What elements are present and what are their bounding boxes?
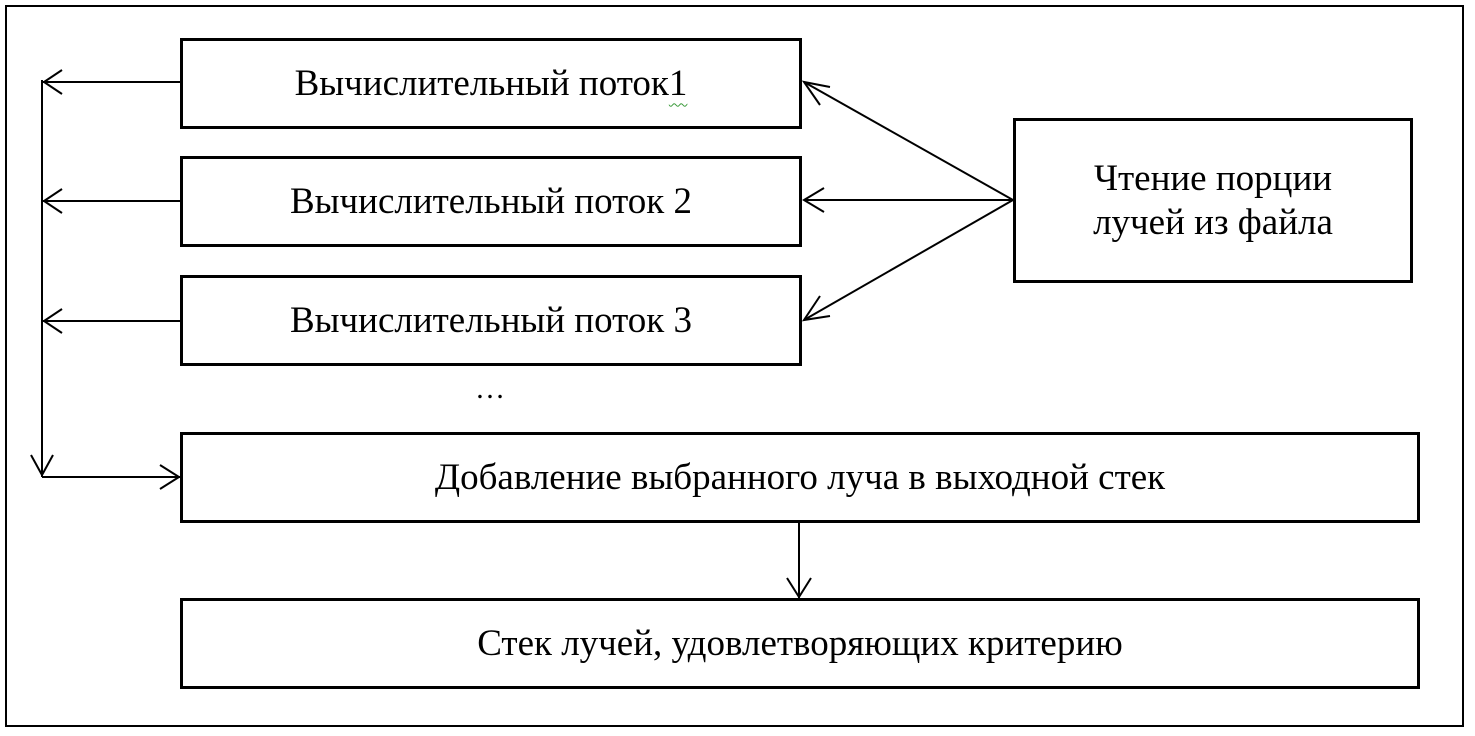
adder-box: Добавление выбранного луча в выходной ст…: [180, 432, 1420, 523]
arrowhead-bus-2: [42, 188, 63, 214]
thread-1-suffix: 1: [668, 62, 688, 104]
arrowhead-bus-1: [42, 69, 63, 95]
arrowhead-adder: [159, 464, 181, 490]
more-threads-ellipsis: …: [475, 372, 505, 405]
arrowhead-bus-3: [42, 308, 63, 334]
arrowhead-bus-down: [30, 454, 54, 478]
adder-label: Добавление выбранного луча в выходной ст…: [434, 456, 1166, 498]
thread-3-label: Вычислительный поток 3: [290, 299, 692, 341]
thread-3-box: Вычислительный поток 3: [180, 275, 802, 366]
output-stack-box: Стек лучей, удовлетворяющих критерию: [180, 598, 1420, 689]
arrowhead-thread1: [801, 80, 831, 106]
thread-1-box: Вычислительный поток1: [180, 38, 802, 129]
thread-2-label: Вычислительный поток 2: [290, 180, 692, 222]
thread-2-box: Вычислительный поток 2: [180, 156, 802, 247]
thread-1-label: Вычислительный поток1: [294, 62, 688, 104]
diagram-frame: [5, 5, 1464, 727]
arrowhead-thread2: [802, 187, 825, 213]
edge-reader-to-thread1: [803, 81, 1014, 201]
reader-label-line1: Чтение порции: [1093, 157, 1333, 199]
edge-reader-to-thread3: [803, 199, 1014, 321]
reader-box: Чтение порции лучей из файла: [1013, 118, 1413, 283]
reader-label-line2: лучей из файла: [1093, 201, 1333, 243]
arrowhead-stack: [786, 577, 812, 599]
output-stack-label: Стек лучей, удовлетворяющих критерию: [477, 622, 1123, 664]
arrowhead-thread3: [801, 295, 831, 322]
